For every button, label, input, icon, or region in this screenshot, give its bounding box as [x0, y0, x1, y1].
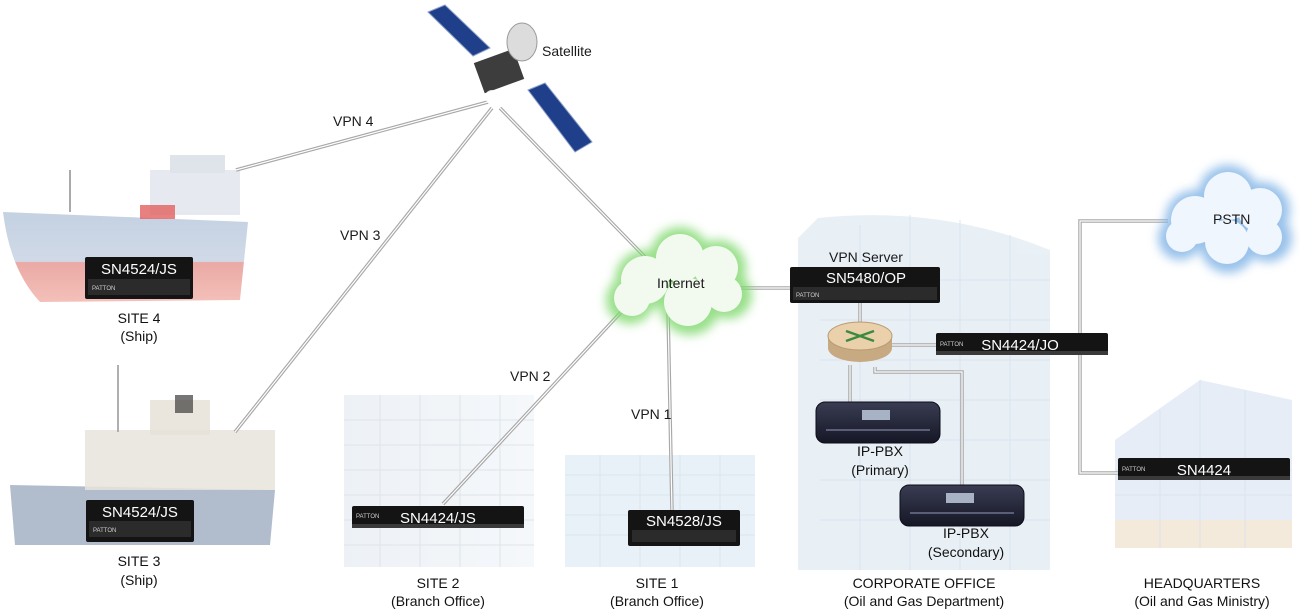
device-label-hq: SN4424 [1177, 462, 1231, 479]
device-label-server: SN5480/OP [826, 270, 906, 287]
caption-site3-type: (Ship) [120, 572, 157, 588]
device-site4: SN4524/JS PATTON [85, 257, 193, 299]
pstn-cloud [1158, 165, 1292, 273]
satellite-icon [427, 4, 593, 153]
caption-corp-type: (Oil and Gas Department) [844, 593, 1004, 609]
caption-site2-type: (Branch Office) [391, 593, 485, 609]
brand-logo-site2: PATTON [356, 514, 379, 520]
caption-corp-name: CORPORATE OFFICE [853, 575, 996, 591]
label-vpn4: VPN 4 [333, 113, 374, 129]
internet-cloud [606, 227, 752, 335]
caption-site2-name: SITE 2 [417, 575, 460, 591]
brand-logo-hq: PATTON [1122, 467, 1145, 473]
router-icon [827, 321, 893, 362]
caption-site4-type: (Ship) [120, 328, 157, 344]
caption-hq-name: HEADQUARTERS [1144, 575, 1260, 591]
label-vpn3: VPN 3 [340, 227, 381, 243]
device-label-site4: SN4524/JS [101, 261, 177, 278]
brand-logo-server: PATTON [796, 293, 819, 299]
device-site2: SN4424/JS PATTON [352, 506, 524, 528]
brand-logo-site3: PATTON [93, 528, 116, 534]
caption-hq-type: (Oil and Gas Ministry) [1134, 593, 1269, 609]
device-label-site3: SN4524/JS [102, 504, 178, 521]
pbx-secondary-name: IP-PBX [943, 525, 990, 541]
device-label-corp: SN4424/JO [981, 337, 1059, 354]
label-vpn-server: VPN Server [829, 249, 903, 265]
pbx-primary [815, 401, 941, 444]
label-vpn2: VPN 2 [510, 368, 551, 384]
building-site2 [344, 395, 534, 567]
device-label-site1: SN4528/JS [646, 513, 722, 530]
pbx-primary-role: (Primary) [851, 462, 909, 478]
brand-logo-corp: PATTON [940, 342, 963, 348]
pbx-secondary-role: (Secondary) [928, 544, 1004, 560]
brand-logo-site4: PATTON [92, 286, 115, 292]
pbx-secondary [899, 484, 1025, 527]
device-site3: SN4524/JS PATTON [86, 500, 194, 542]
caption-site1-type: (Branch Office) [610, 593, 704, 609]
label-internet: Internet [657, 275, 705, 291]
label-satellite: Satellite [542, 43, 592, 59]
label-pstn: PSTN [1213, 211, 1250, 227]
device-server: SN5480/OP PATTON [790, 267, 940, 303]
device-label-site2: SN4424/JS [400, 510, 476, 527]
pbx-primary-name: IP-PBX [857, 443, 904, 459]
caption-site1-name: SITE 1 [636, 575, 679, 591]
label-vpn1: VPN 1 [631, 406, 672, 422]
device-corp: SN4424/JO PATTON [936, 333, 1108, 355]
caption-site3-name: SITE 3 [118, 553, 161, 569]
caption-site4-name: SITE 4 [118, 310, 161, 326]
device-site1: SN4528/JS [628, 510, 740, 546]
device-hq: SN4424 PATTON [1118, 458, 1290, 480]
